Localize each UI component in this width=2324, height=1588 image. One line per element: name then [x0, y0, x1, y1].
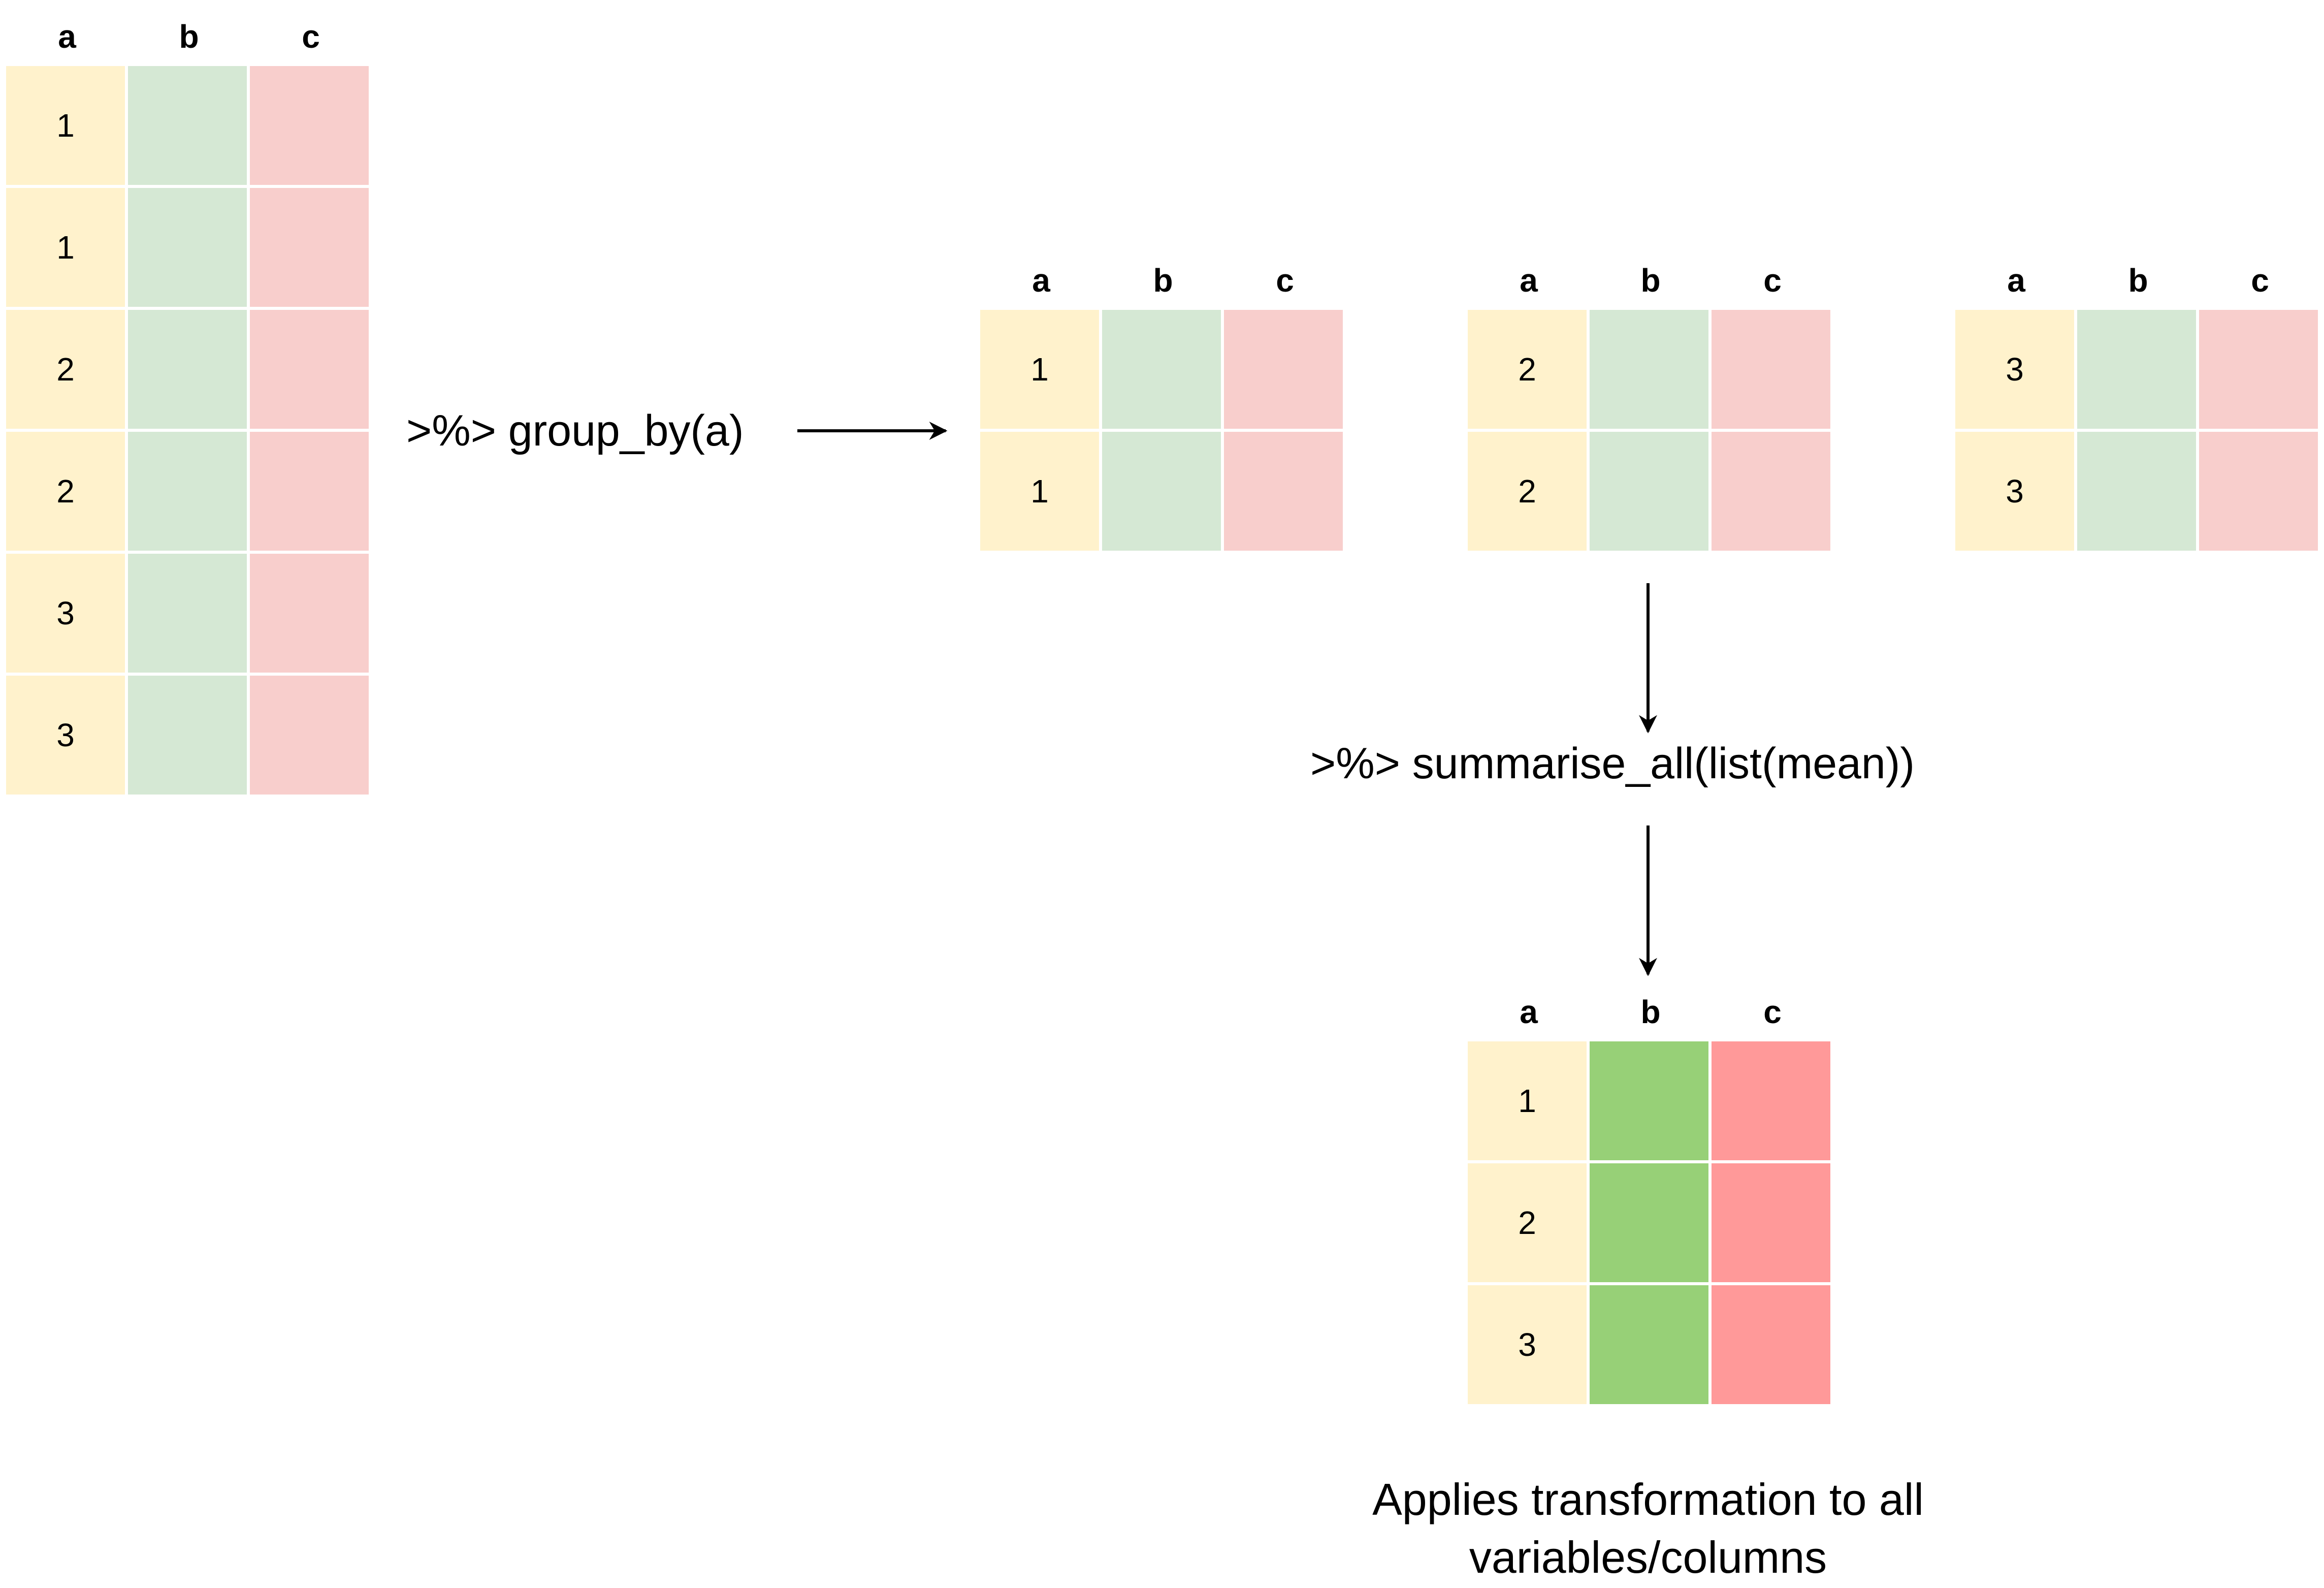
group-by-label: >%> group_by(a): [406, 406, 744, 455]
cell-a-row1: 2: [1468, 310, 1587, 429]
cell-c-row3: [250, 310, 369, 429]
cell-c-row6: [250, 676, 369, 795]
header-c: c: [1276, 262, 1294, 299]
cell-b-row1: [1590, 310, 1708, 429]
cell-a-row1: 1: [6, 66, 125, 185]
cell-b-row5: [128, 554, 247, 673]
header-a: a: [1032, 262, 1050, 299]
cell-c-row3: [1712, 1285, 1830, 1404]
cell-a-row2: 1: [980, 432, 1099, 551]
cell-c-row2: [1712, 432, 1830, 551]
cell-b-row3: [128, 310, 247, 429]
cell-c-row1: [1712, 310, 1830, 429]
cell-a-row1: 1: [980, 310, 1099, 429]
cell-b-row1: [1102, 310, 1221, 429]
cell-b-row1: [2077, 310, 2196, 429]
cell-b-row4: [128, 432, 247, 551]
cell-c-row2: [1224, 432, 1343, 551]
cell-b-row1: [1590, 1041, 1708, 1160]
summarise-label: >%> summarise_all(list(mean)): [1310, 739, 1915, 788]
header-a: a: [1520, 994, 1538, 1030]
cell-c-row4: [250, 432, 369, 551]
cell-a-row1: 3: [1955, 310, 2074, 429]
header-c: c: [302, 18, 320, 55]
caption-line-1: Applies transformation to all: [1372, 1474, 1924, 1525]
cell-c-row2: [250, 188, 369, 307]
cell-b-row2: [1102, 432, 1221, 551]
header-c: c: [1763, 994, 1782, 1030]
header-c: c: [1763, 262, 1782, 299]
cell-a-row2: 2: [1468, 1163, 1587, 1282]
cell-a-row5: 3: [6, 554, 125, 673]
header-b: b: [1640, 262, 1661, 299]
cell-b-row2: [2077, 432, 2196, 551]
header-a: a: [58, 18, 76, 55]
cell-b-row2: [1590, 1163, 1708, 1282]
cell-c-row2: [1712, 1163, 1830, 1282]
header-c: c: [2251, 262, 2269, 299]
cell-c-row5: [250, 554, 369, 673]
cell-a-row6: 3: [6, 676, 125, 795]
cell-c-row1: [250, 66, 369, 185]
caption-line-2: variables/columns: [1469, 1532, 1827, 1583]
cell-a-row2: 3: [1955, 432, 2074, 551]
cell-a-row2: 1: [6, 188, 125, 307]
cell-c-row2: [2199, 432, 2318, 551]
header-b: b: [1153, 262, 1173, 299]
header-a: a: [2007, 262, 2025, 299]
cell-a-row2: 2: [1468, 432, 1587, 551]
header-b: b: [179, 18, 199, 55]
cell-b-row2: [128, 188, 247, 307]
cell-a-row3: 3: [1468, 1285, 1587, 1404]
cell-b-row6: [128, 676, 247, 795]
caption: Applies transformation to all variables/…: [1293, 1471, 2004, 1587]
cell-b-row1: [128, 66, 247, 185]
cell-b-row2: [1590, 432, 1708, 551]
cell-c-row1: [1712, 1041, 1830, 1160]
cell-a-row4: 2: [6, 432, 125, 551]
header-b: b: [2128, 262, 2148, 299]
header-a: a: [1520, 262, 1538, 299]
cell-c-row1: [2199, 310, 2318, 429]
header-b: b: [1640, 994, 1661, 1030]
cell-a-row3: 2: [6, 310, 125, 429]
cell-a-row1: 1: [1468, 1041, 1587, 1160]
cell-c-row1: [1224, 310, 1343, 429]
cell-b-row3: [1590, 1285, 1708, 1404]
